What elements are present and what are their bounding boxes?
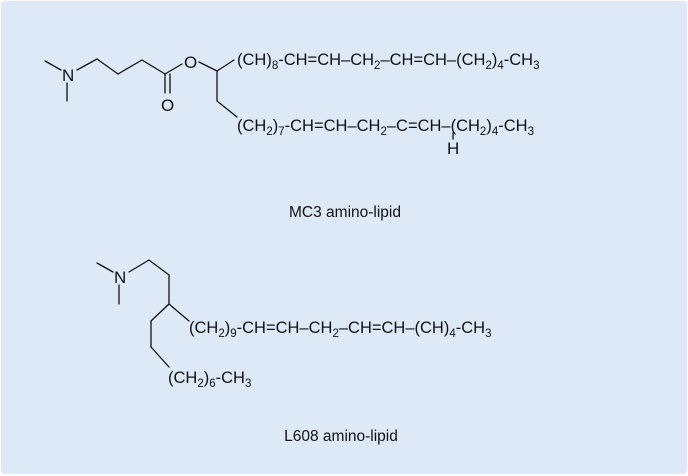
bond-carbonyl-ester-o [164,63,183,75]
mc3-carbonyl-oxygen-label: O [161,96,174,115]
bond-l608-c1-c2 [148,259,170,276]
l608-bonds [96,259,190,368]
bond-l608-ch-chain1 [168,303,190,322]
l608-chain2-formula: (CH2)6-CH3 [168,369,251,390]
bond-ch-chain1 [216,59,235,72]
bond-c3-carbonyl [141,59,166,75]
l608-nitrogen-label: N [114,268,126,287]
l608-chain1-formula: (CH2)9-CH=CH–CH2–CH=CH–(CH)4-CH3 [189,319,491,340]
bond-l608-n-c1 [128,259,150,273]
bond-n-c1 [76,58,98,71]
mc3-ester-oxygen-label: O [184,53,197,72]
mc3-hydrogen-label: H [447,139,459,158]
bond-c2-c3 [117,59,143,75]
bond-methyl-n-top [44,60,62,71]
mc3-chain1-formula: (CH)8-CH=CH–CH2–CH=CH–(CH2)4-CH3 [237,51,539,72]
mc3-bonds [44,58,238,118]
bond-l608-methyl-n-top [96,262,114,273]
mc3-chain2-formula: (CH2)7-CH=CH–CH2–C=CH–(CH2)4-CH3 [237,117,534,138]
mc3-structure: N O O (CH)8-CH=CH–CH2–CH=CH–(CH2)4-CH3 (… [44,51,539,221]
bond-c1-c2 [96,58,119,75]
bond-l608-ch-branch [150,303,170,322]
bond-to-chain2 [216,100,238,118]
mc3-caption: MC3 amino-lipid [289,204,401,221]
bond-l608-to-chain2 [150,346,170,368]
l608-structure: N (CH2)9-CH=CH–CH2–CH=CH–(CH)4-CH3 (CH2)… [96,259,491,445]
bond-ester-o-ch [198,61,218,72]
l608-caption: L608 amino-lipid [284,428,398,445]
mc3-nitrogen-label: N [62,66,74,85]
